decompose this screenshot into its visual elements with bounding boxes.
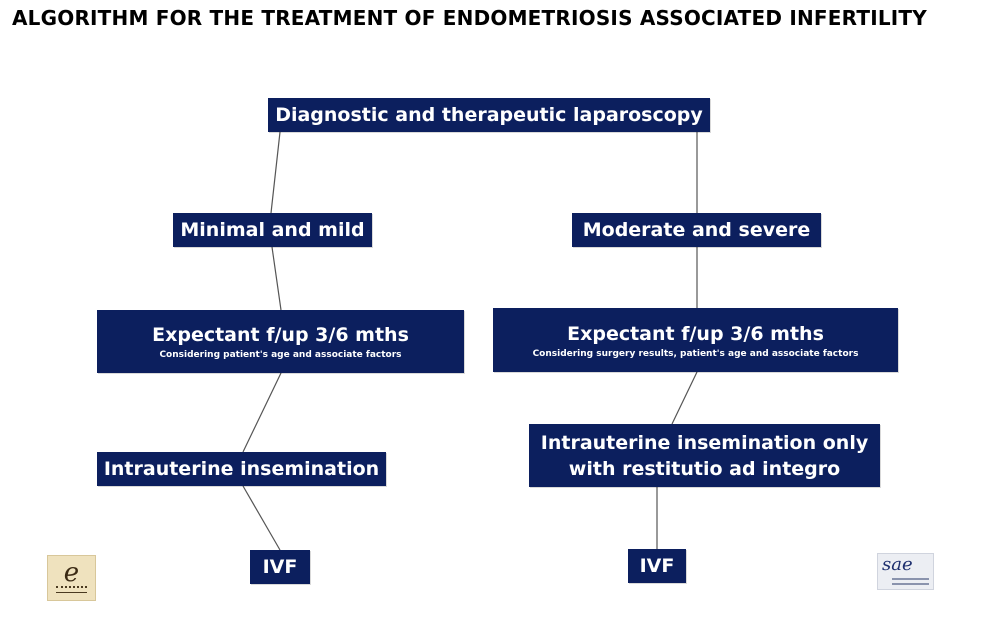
node-expectant-left: Expectant f/up 3/6 mths Considering pati… xyxy=(97,310,464,373)
node-iui-left-label: Intrauterine insemination xyxy=(103,458,380,480)
node-expectant-right-title: Expectant f/up 3/6 mths xyxy=(567,322,824,345)
node-ivf-right-label: IVF xyxy=(639,555,675,577)
connector-expectant-to-iui-right xyxy=(671,371,698,425)
e-logo-letter: e xyxy=(63,558,80,588)
connector-expectant-to-iui-left xyxy=(242,372,282,453)
sae-logo-text: sae xyxy=(882,554,913,575)
node-ivf-left: IVF xyxy=(250,550,310,584)
node-expectant-left-title: Expectant f/up 3/6 mths xyxy=(152,324,409,346)
connector-iui-to-ivf-left xyxy=(242,485,281,551)
node-iui-right: Intrauterine insemination only with rest… xyxy=(529,424,880,487)
connector-mild-to-expectant xyxy=(271,246,282,311)
page-title: ALGORITHM FOR THE TREATMENT OF ENDOMETRI… xyxy=(12,6,927,30)
connector-lap-to-mild xyxy=(270,131,281,214)
node-iui-right-label: Intrauterine insemination only with rest… xyxy=(540,431,869,480)
node-iui-left: Intrauterine insemination xyxy=(97,452,386,486)
node-minimal-mild: Minimal and mild xyxy=(173,213,372,247)
sae-logo-line xyxy=(892,578,929,580)
node-moderate-severe: Moderate and severe xyxy=(572,213,821,247)
e-logo-icon: e xyxy=(47,555,96,601)
e-logo-bar xyxy=(56,586,87,593)
node-minimal-mild-label: Minimal and mild xyxy=(180,219,365,241)
sae-logo-icon: sae xyxy=(877,553,934,590)
node-laparoscopy: Diagnostic and therapeutic laparoscopy xyxy=(268,98,710,132)
node-ivf-left-label: IVF xyxy=(262,556,298,578)
node-moderate-severe-label: Moderate and severe xyxy=(582,219,811,241)
node-expectant-left-note: Considering patient's age and associate … xyxy=(159,350,402,360)
node-ivf-right: IVF xyxy=(628,549,686,583)
sae-logo-line xyxy=(892,583,929,585)
node-laparoscopy-label: Diagnostic and therapeutic laparoscopy xyxy=(275,104,703,126)
node-expectant-right-note: Considering surgery results, patient's a… xyxy=(532,348,859,359)
node-expectant-right: Expectant f/up 3/6 mths Considering surg… xyxy=(493,308,898,372)
